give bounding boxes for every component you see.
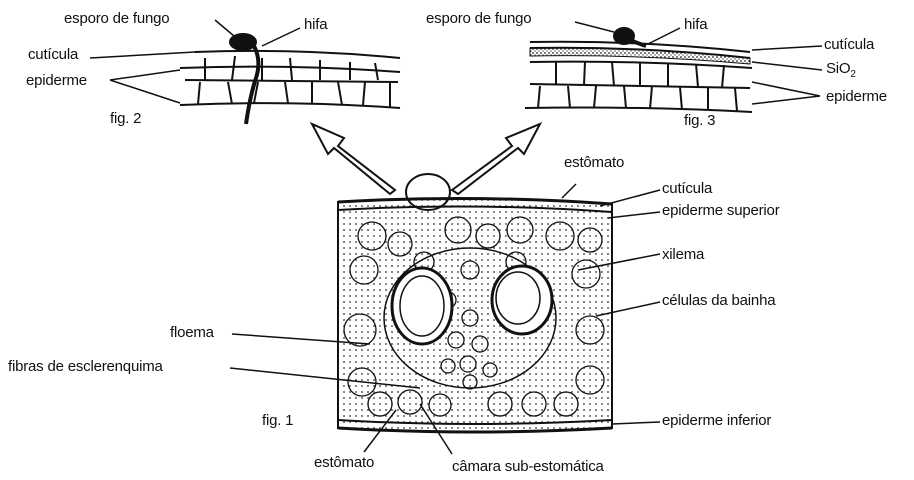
fig3-silica-label: SiO2	[826, 60, 856, 80]
silica-formula: SiO	[826, 60, 850, 77]
fig2-drawing	[90, 20, 400, 124]
fig2-hypha-label: hifa	[304, 16, 327, 33]
fig1-phloem-label: floema	[170, 324, 214, 341]
fig1-upper-epidermis-label: epiderme superior	[662, 202, 780, 219]
fig3-epidermis-label: epiderme	[826, 88, 887, 105]
callout-arrows	[312, 124, 540, 210]
fig1-stomata-top-label: estômato	[564, 154, 624, 171]
fig1-sclerenchyma-label: fibras de esclerenquima	[8, 358, 163, 375]
fig2-spore-label: esporo de fungo	[64, 10, 169, 27]
fig1-cuticle-label: cutícula	[662, 180, 712, 197]
fig3-drawing	[525, 22, 822, 112]
fig2-epidermis-label: epiderme	[26, 72, 87, 89]
fig3-spore-label: esporo de fungo	[426, 10, 531, 27]
fig1-stomata-bottom-label: estômato	[314, 454, 374, 471]
fig3-caption: fig. 3	[684, 112, 715, 129]
fig3-cuticle-label: cutícula	[824, 36, 874, 53]
fig1-sheath-cells-label: células da bainha	[662, 292, 775, 309]
fig2-caption: fig. 2	[110, 110, 141, 127]
fig1-xylem-label: xilema	[662, 246, 704, 263]
fig1-substomatal-label: câmara sub-estomática	[452, 458, 604, 475]
silica-subscript: 2	[850, 69, 855, 80]
fig1-drawing	[230, 184, 660, 454]
fig1-caption: fig. 1	[262, 412, 293, 429]
fig1-lower-epidermis-label: epiderme inferior	[662, 412, 771, 429]
fig2-cuticle-label: cutícula	[28, 46, 78, 63]
fig3-hypha-label: hifa	[684, 16, 707, 33]
